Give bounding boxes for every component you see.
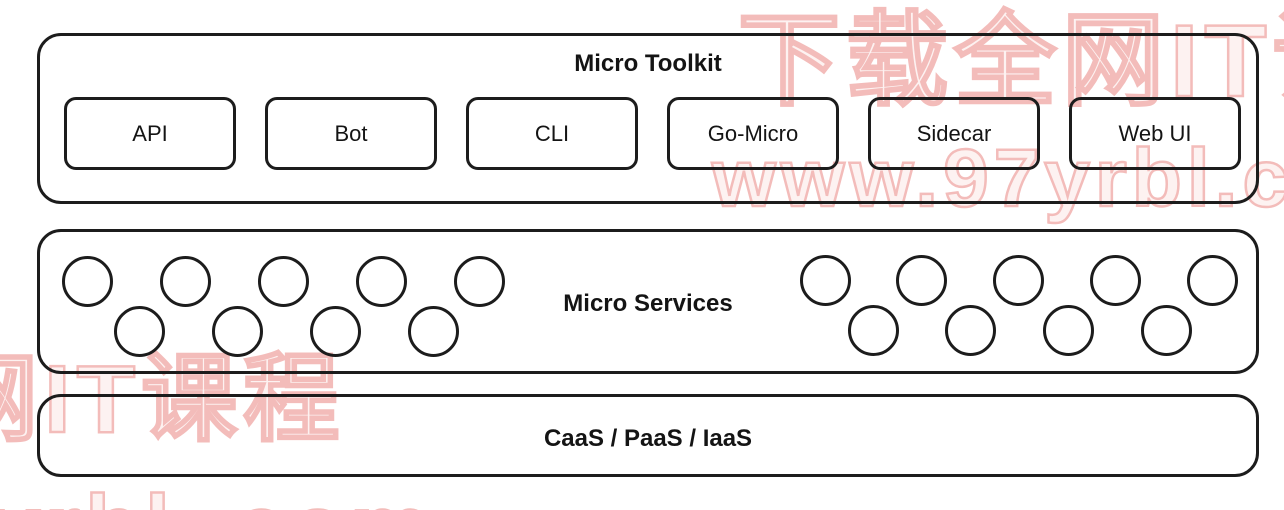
toolkit-item-cli: CLI xyxy=(466,97,638,170)
service-circle-left-top-1 xyxy=(61,255,113,307)
service-circle-left-bottom-4 xyxy=(407,305,459,357)
service-circle-left-top-2 xyxy=(159,255,211,307)
service-circle-right-top-1 xyxy=(799,255,851,306)
toolkit-item-web-ui: Web UI xyxy=(1069,97,1241,170)
toolkit-item-bot: Bot xyxy=(265,97,437,170)
service-circle-right-bottom-3 xyxy=(1042,304,1094,356)
service-circle-right-top-3 xyxy=(993,255,1045,306)
service-circle-left-bottom-3 xyxy=(309,305,361,357)
service-circle-right-top-2 xyxy=(896,255,948,306)
service-circle-left-bottom-1 xyxy=(113,305,165,357)
micro-toolkit-title: Micro Toolkit xyxy=(574,50,722,77)
toolkit-item-go-micro: Go-Micro xyxy=(667,97,839,170)
service-circle-right-bottom-2 xyxy=(945,304,997,356)
toolkit-item-api: API xyxy=(64,97,236,170)
micro-services-panel: Micro Services xyxy=(37,229,1259,374)
service-circle-right-top-5 xyxy=(1186,255,1238,306)
service-circle-left-top-5 xyxy=(453,255,505,307)
service-circle-right-bottom-1 xyxy=(847,304,899,356)
micro-services-title: Micro Services xyxy=(563,290,733,317)
service-circle-left-bottom-2 xyxy=(211,305,263,357)
service-circle-right-top-4 xyxy=(1089,255,1141,306)
service-circle-left-top-4 xyxy=(355,255,407,307)
watermark-text-bottom-left-url: yrbl. com xyxy=(0,482,435,510)
service-circle-left-top-3 xyxy=(257,255,309,307)
infrastructure-title: CaaS / PaaS / IaaS xyxy=(543,425,753,452)
micro-toolkit-panel: Micro Toolkit API Bot CLI Go-Micro Sidecar We… xyxy=(37,33,1259,204)
infrastructure-panel: CaaS / PaaS / IaaS xyxy=(37,394,1259,477)
service-circle-right-bottom-4 xyxy=(1140,304,1192,356)
toolkit-item-sidecar: Sidecar xyxy=(868,97,1040,170)
